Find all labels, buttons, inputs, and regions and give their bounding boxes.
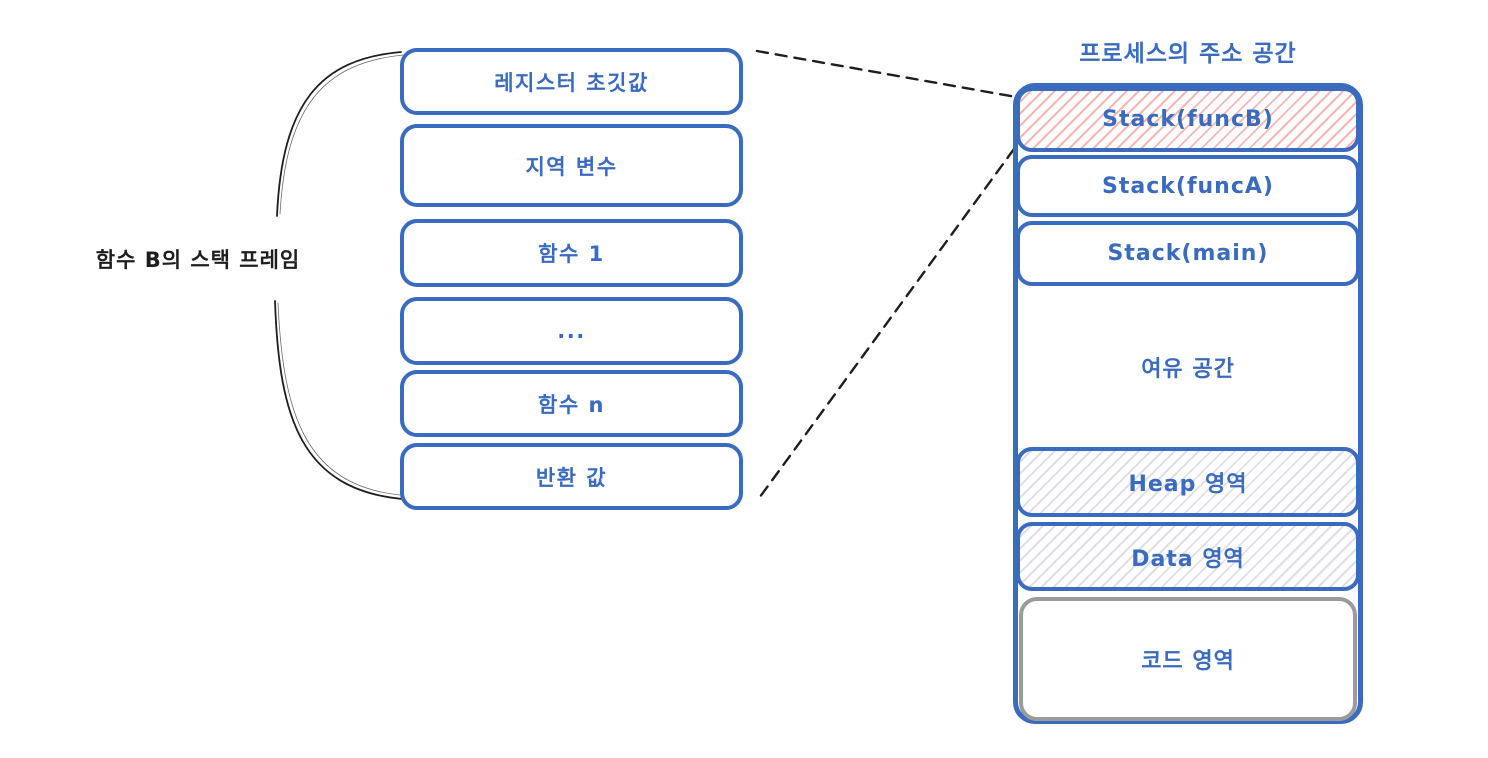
segment-label: 여유 공간 — [1141, 356, 1235, 382]
segment-label: Data 영역 — [1131, 546, 1245, 572]
stack-frame-box-label: 지역 변수 — [525, 154, 618, 179]
stack-frame-box-funcN: 함수 n — [400, 370, 743, 437]
segment-stack-main: Stack(main) — [1016, 221, 1360, 286]
dashed-line-bottom — [755, 147, 1016, 503]
brace-top-stroke-double — [279, 54, 404, 215]
stack-frame-box-ellipsis: ... — [400, 297, 743, 365]
segment-stack-funcA: Stack(funcA) — [1016, 155, 1360, 217]
stack-frame-label: 함수 B의 스택 프레임 — [95, 248, 301, 272]
stack-frame-box-return-value: 반환 값 — [400, 443, 743, 510]
segment-data: Data 영역 — [1016, 522, 1360, 591]
segment-label: Stack(funcB) — [1102, 107, 1274, 132]
segment-stack-funcB: Stack(funcB) — [1016, 87, 1360, 152]
stack-frame-box-label: ... — [557, 319, 586, 343]
stack-frame-box-label: 함수 n — [538, 392, 605, 417]
dashed-line-top — [755, 49, 1018, 99]
segment-label: 코드 영역 — [1141, 649, 1235, 674]
brace-top-stroke — [276, 51, 402, 217]
stack-frame-box-label: 레지스터 초깃값 — [494, 70, 649, 95]
address-space-title: 프로세스의 주소 공간 — [1079, 41, 1297, 67]
stack-frame-box-label: 반환 값 — [535, 465, 608, 490]
stack-frame-box-func1: 함수 1 — [400, 219, 743, 287]
segment-free-space: 여유 공간 — [1020, 290, 1356, 443]
stack-frame-box-registers: 레지스터 초깃값 — [400, 48, 743, 115]
brace-bottom-stroke-double — [277, 302, 401, 496]
segment-label: Stack(funcA) — [1102, 173, 1274, 199]
segment-code: 코드 영역 — [1019, 597, 1357, 721]
stack-frame-box-label: 함수 1 — [538, 242, 605, 266]
stack-frame-box-local-vars: 지역 변수 — [400, 124, 743, 207]
segment-label: Stack(main) — [1107, 241, 1269, 266]
segment-heap: Heap 영역 — [1016, 447, 1360, 517]
segment-label: Heap 영역 — [1128, 472, 1248, 497]
brace-bottom-stroke — [274, 300, 403, 500]
